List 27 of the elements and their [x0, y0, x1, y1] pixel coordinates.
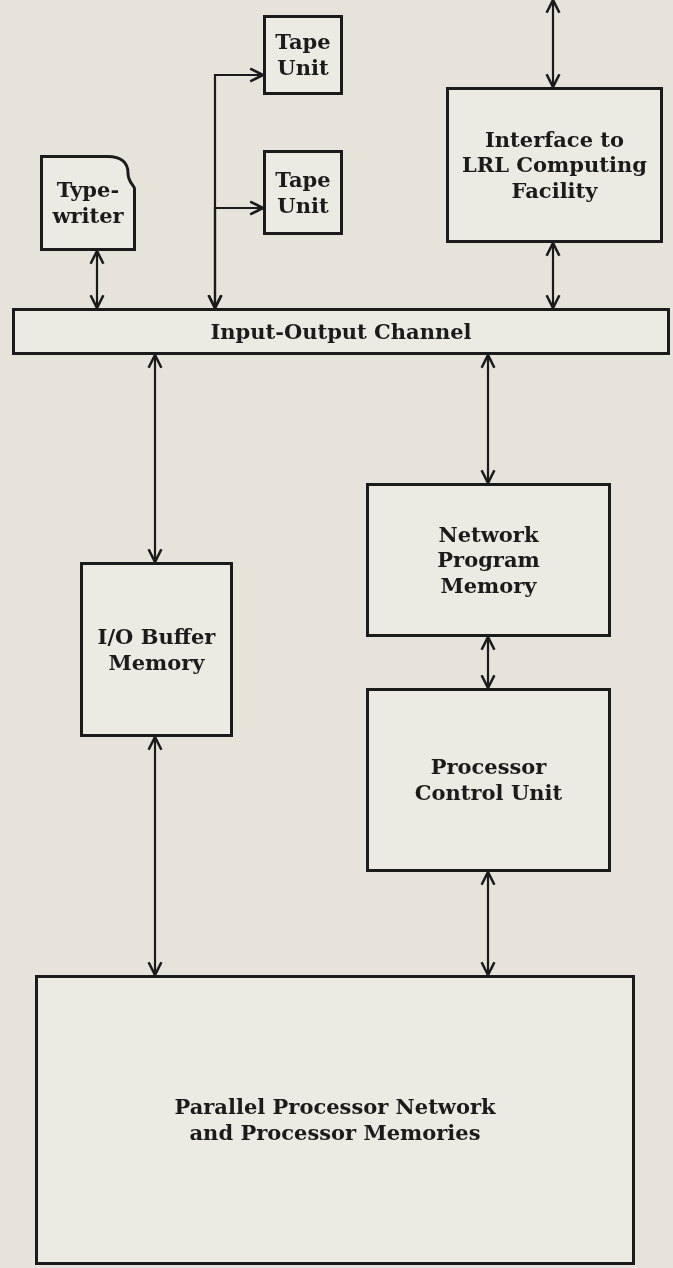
document-shape: [40, 155, 136, 251]
block-box: [263, 150, 343, 235]
block-box: [446, 87, 663, 243]
block-label: Input-Output Channel: [210, 318, 472, 345]
double-arrow: [545, 0, 561, 89]
block-label: Parallel Processor Network and Processor Memories: [173, 1094, 497, 1146]
block-box: [12, 308, 670, 355]
block-label: Tape Unit: [274, 166, 332, 219]
block-label: Network Program Memory: [436, 521, 541, 599]
block-label: I/O Buffer Memory: [96, 623, 217, 676]
double-arrow: [480, 635, 496, 690]
block-label: Interface to LRL Computing Facility: [461, 126, 648, 204]
block-box: [80, 562, 233, 737]
double-arrow: [545, 241, 561, 310]
double-arrow: [89, 249, 105, 310]
block-label: Type- writer: [51, 177, 125, 229]
double-arrow: [147, 353, 163, 564]
block-box: [366, 483, 611, 637]
block-box: [366, 688, 611, 872]
double-arrow: [207, 200, 265, 310]
double-arrow: [480, 870, 496, 977]
double-arrow: [147, 735, 163, 977]
block-label: Tape Unit: [274, 29, 332, 81]
block-box: [263, 15, 343, 95]
block-box: [35, 975, 635, 1265]
double-arrow: [480, 353, 496, 485]
block-label: Processor Control Unit: [413, 754, 564, 806]
